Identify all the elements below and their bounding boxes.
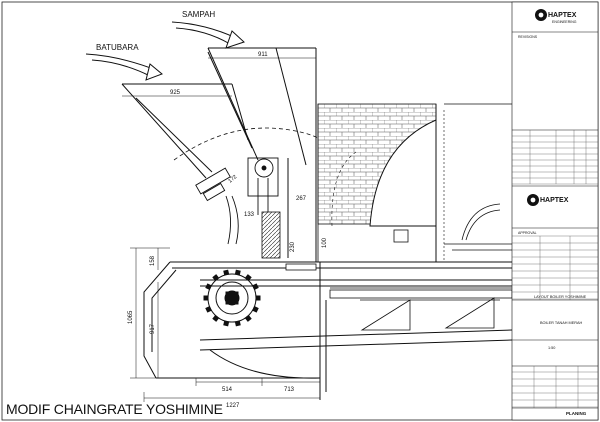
doc-title-layout: LAYOUT BOILER YOSHIMINE xyxy=(534,295,587,299)
company-name: HAPTEX xyxy=(548,12,577,19)
feeder-gate xyxy=(195,157,279,245)
sprocket-teeth xyxy=(203,269,261,327)
sprocket-tooth xyxy=(234,320,241,327)
dim-base-left: 514 xyxy=(222,387,233,393)
dim-step-height: 100 xyxy=(322,237,328,248)
coal-hopper xyxy=(121,83,249,179)
sprocket-tooth xyxy=(212,314,220,322)
sprocket-tooth xyxy=(244,274,252,282)
coal-feed-label: BATUBARA xyxy=(96,43,139,52)
approval-label: APPROVAL xyxy=(518,231,537,235)
title-block-grid xyxy=(512,130,598,408)
sheet-label: PLANING xyxy=(566,411,587,416)
chain-grate xyxy=(143,261,513,400)
dim-base-right: 713 xyxy=(284,387,295,393)
sprocket-tooth xyxy=(203,295,209,301)
dim-small-angle: 172 xyxy=(227,174,238,185)
scale-value: 1:50 xyxy=(548,346,555,350)
dim-grate-height-small: 158 xyxy=(150,255,156,266)
sprocket-tooth xyxy=(223,269,230,276)
sprocket-tooth xyxy=(205,283,212,291)
dim-base-total: 1227 xyxy=(226,403,240,409)
drawing-title: MODIF CHAINGRATE YOSHIMINE xyxy=(6,401,223,417)
support-truss xyxy=(329,287,513,331)
company-logo xyxy=(535,9,547,21)
coal-feed-arrow xyxy=(85,53,163,81)
sprocket-tooth xyxy=(255,295,261,301)
dim-top-hopper-width: 911 xyxy=(258,52,268,58)
revisions-label: REVISIONS xyxy=(518,35,538,39)
sprocket-tooth xyxy=(212,274,220,282)
sprocket-tooth xyxy=(252,283,259,291)
dim-grate-height-mid: 917 xyxy=(150,323,156,334)
waste-feed-label: SAMPAH xyxy=(182,10,215,19)
sprocket-wheel xyxy=(207,273,257,323)
sprocket-tooth xyxy=(252,305,259,313)
waste-feed-arrow xyxy=(171,21,245,49)
dim-throat-height: 230 xyxy=(290,241,296,252)
dimension-lines xyxy=(130,247,320,402)
dim-gap-height: 267 xyxy=(296,196,307,202)
top-hopper xyxy=(207,47,317,166)
company-logo-2 xyxy=(527,194,539,206)
dim-lower-hopper-width: 925 xyxy=(170,90,181,96)
hatched-wall xyxy=(261,211,281,259)
sprocket-tooth xyxy=(223,320,230,327)
sprocket-tooth xyxy=(244,314,252,322)
title-block xyxy=(511,1,599,421)
company-sub: ENGINEERING xyxy=(552,20,577,24)
boiler-section xyxy=(393,103,512,251)
company-name-2: HAPTEX xyxy=(540,197,569,204)
sprocket-tooth xyxy=(234,269,241,276)
doc-title-boiler: BOILER TANAH MERAH xyxy=(540,321,583,325)
dim-gate-width: 133 xyxy=(244,212,255,218)
sprocket-tooth xyxy=(205,305,212,313)
dim-grate-height-total: 1065 xyxy=(128,310,134,324)
